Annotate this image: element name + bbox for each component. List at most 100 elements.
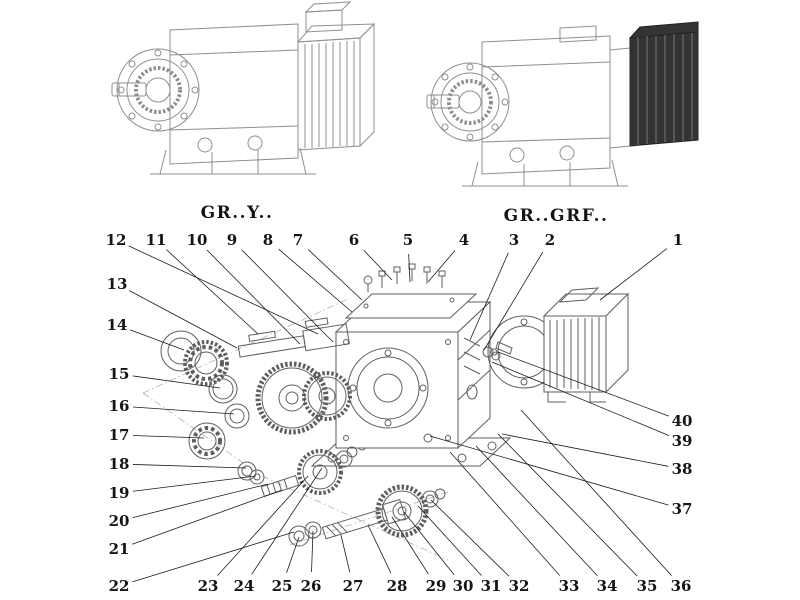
callout-number: 28 — [387, 577, 408, 595]
callout-leader-line — [403, 511, 455, 576]
callout-number: 6 — [349, 231, 359, 249]
callout-leader-line — [132, 464, 247, 469]
callout-leader-line — [483, 251, 544, 351]
callout-number: 7 — [293, 231, 303, 249]
callout-leader-line — [417, 505, 482, 576]
callout-leader-line — [311, 530, 314, 573]
alignment-axis-lines — [142, 298, 449, 561]
callout-number: 8 — [263, 231, 273, 249]
callout-leader-line — [340, 534, 351, 573]
exploded-view-drawing — [142, 263, 630, 561]
callout-number: 22 — [109, 577, 130, 595]
callout-number: 13 — [107, 275, 128, 293]
callout-number: 9 — [227, 231, 237, 249]
callout-number: 33 — [559, 577, 580, 595]
callout-number: 1 — [673, 231, 683, 249]
callout-number: 26 — [301, 577, 322, 595]
callout-leader-line — [132, 483, 269, 519]
gear-housing — [334, 300, 492, 450]
callout-number: 32 — [509, 577, 530, 595]
callout-leader-line — [307, 249, 363, 301]
callout-leader-line — [129, 329, 185, 351]
callout-number: 36 — [671, 577, 692, 595]
motor-icon — [296, 1, 376, 151]
input-flange-icon — [116, 48, 200, 132]
callout-leader-line — [166, 249, 259, 335]
callout-leader-line — [367, 524, 392, 574]
callout-leader-line — [449, 451, 561, 576]
callout-number: 31 — [481, 577, 502, 595]
callout-number: 34 — [597, 577, 618, 595]
callout-number: 30 — [453, 577, 474, 595]
callout-leader-lines — [128, 245, 672, 583]
callout-leader-line — [427, 250, 456, 283]
callout-leader-line — [206, 249, 301, 345]
callout-number: 4 — [459, 231, 469, 249]
callout-leader-line — [363, 249, 393, 281]
callout-leader-line — [491, 361, 670, 436]
callout-number: 21 — [109, 540, 130, 558]
output-pinion-shaft — [288, 484, 446, 547]
helical-gears — [255, 361, 352, 435]
callout-number: 15 — [109, 365, 130, 383]
callout-leader-line — [497, 433, 638, 577]
callout-leader-line — [241, 249, 334, 343]
callout-number: 16 — [109, 397, 130, 415]
callout-leader-line — [251, 467, 323, 575]
callout-leader-line — [132, 489, 283, 545]
callout-number: 19 — [109, 484, 130, 502]
callout-leader-line — [475, 445, 598, 577]
callout-number: 11 — [146, 231, 167, 249]
callout-number: 35 — [637, 577, 658, 595]
callout-leader-line — [286, 536, 300, 573]
cover-bolts — [363, 263, 446, 292]
gearmotor-gr-grf-drawing — [426, 21, 699, 187]
callout-leader-line — [599, 248, 668, 301]
callout-number: 17 — [109, 426, 130, 444]
callout-leader-line — [278, 248, 353, 313]
gearbox-housing-icon — [150, 23, 316, 175]
callout-leader-line — [429, 435, 669, 506]
callout-leader-line — [132, 531, 295, 583]
callout-number: 40 — [672, 412, 693, 430]
gearbox-housing-icon — [462, 25, 628, 187]
callout-number: 24 — [234, 577, 255, 595]
callout-leader-line — [469, 252, 509, 341]
brake-motor-block-icon — [609, 21, 699, 149]
callout-number: 12 — [106, 231, 127, 249]
variant-label-gr-grf: GR..GRF.. — [504, 206, 609, 226]
input-shaft — [237, 317, 350, 358]
callout-leader-line — [217, 475, 309, 576]
callout-number: 14 — [107, 316, 128, 334]
callout-number: 2 — [545, 231, 555, 249]
callout-number: 29 — [426, 577, 447, 595]
callout-leader-line — [128, 245, 319, 335]
intermediate-pinion-cluster — [237, 446, 358, 497]
callout-leader-line — [497, 351, 670, 417]
callout-number: 39 — [672, 432, 693, 450]
callout-number: 5 — [403, 231, 413, 249]
top-cover — [344, 293, 478, 319]
callout-leader-line — [132, 435, 205, 439]
callout-leader-line — [132, 475, 257, 492]
motor-assembly — [487, 287, 630, 403]
callout-number: 37 — [672, 500, 693, 518]
input-flange-icon — [430, 62, 510, 142]
callout-number: 23 — [198, 577, 219, 595]
callout-leader-line — [408, 253, 411, 283]
callout-number: 25 — [272, 577, 293, 595]
callout-number: 3 — [509, 231, 519, 249]
callout-number: 38 — [672, 460, 693, 478]
bearings-and-seals — [160, 330, 250, 460]
callout-number: 10 — [187, 231, 208, 249]
gearmotor-gr-y-drawing — [111, 1, 376, 175]
callout-number: 20 — [109, 512, 130, 530]
callout-leader-line — [520, 409, 672, 576]
callout-number: 27 — [343, 577, 364, 595]
callout-leader-line — [430, 499, 510, 577]
callout-leader-line — [129, 290, 238, 349]
callout-leader-line — [132, 406, 235, 415]
